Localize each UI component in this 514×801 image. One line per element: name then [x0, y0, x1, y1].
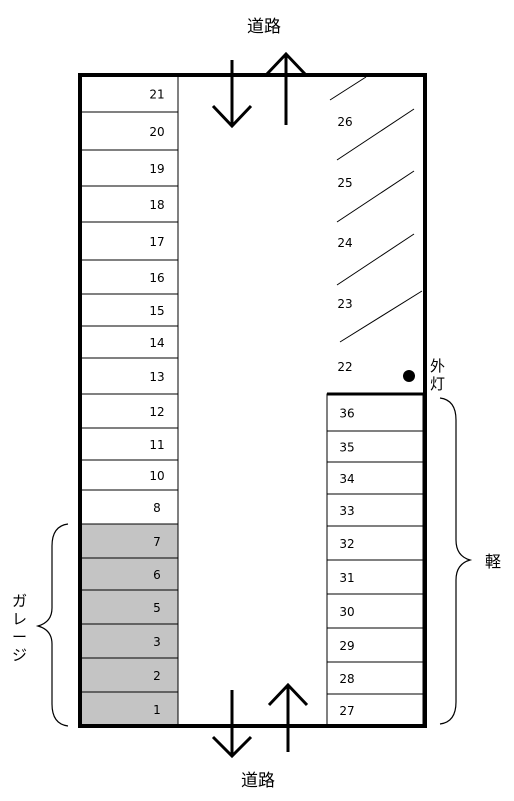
- parking-space: [80, 149, 179, 187]
- diagonal-divider: [336, 108, 415, 161]
- garage-space: [80, 589, 179, 625]
- space-number: 33: [339, 504, 354, 518]
- kei-space: [326, 593, 424, 629]
- space-number: 17: [149, 235, 164, 249]
- space-number: 1: [153, 703, 161, 717]
- space-number: 21: [149, 88, 164, 102]
- space-number: 11: [149, 438, 164, 452]
- street-light-label-1: 外: [430, 357, 446, 375]
- garage-label: ガレージ: [12, 592, 28, 664]
- parking-space: [80, 74, 179, 113]
- space-number: 2: [153, 669, 161, 683]
- diagonal-divider: [339, 290, 423, 343]
- kei-space: [326, 559, 424, 595]
- kei-space: [326, 493, 424, 527]
- space-number: 34: [339, 472, 354, 486]
- space-number: 30: [339, 605, 354, 619]
- exit-arrow-down-bottom: [211, 690, 253, 759]
- parking-space: [80, 111, 179, 151]
- parking-space: [80, 459, 179, 491]
- space-number: 3: [153, 635, 161, 649]
- parking-space: [80, 427, 179, 461]
- kei-space: [326, 525, 424, 561]
- space-number: 22: [337, 360, 352, 374]
- kei-space: [326, 661, 424, 695]
- space-number: 18: [149, 198, 164, 212]
- space-number: 32: [339, 537, 354, 551]
- space-number: 24: [337, 236, 352, 250]
- diagonal-parking-area: 26 25 24 23 22: [329, 76, 423, 374]
- space-number: 27: [339, 704, 354, 718]
- kei-parking-column: 36 35 34 33 32 31 30 29 28 27: [326, 393, 424, 727]
- parking-space: [80, 489, 179, 525]
- space-number: 28: [339, 672, 354, 686]
- road-label-bottom: 道路: [241, 771, 275, 791]
- space-number: 10: [149, 469, 164, 483]
- parking-space: [80, 185, 179, 223]
- space-number: 20: [149, 125, 164, 139]
- space-number: 36: [339, 407, 354, 421]
- space-number: 16: [149, 271, 164, 285]
- space-number: 14: [149, 336, 164, 350]
- entry-arrow-down-top: [211, 60, 253, 129]
- lot-boundary: [78, 73, 427, 728]
- space-number: 12: [149, 405, 164, 419]
- kei-brace: [439, 397, 473, 725]
- street-light-dot: [403, 370, 415, 382]
- garage-space: [80, 557, 179, 591]
- garage-space: [80, 657, 179, 693]
- garage-brace: [35, 523, 69, 727]
- parking-space: [80, 393, 179, 429]
- space-number: 19: [149, 162, 164, 176]
- space-number: 29: [339, 639, 354, 653]
- space-number: 23: [337, 297, 352, 311]
- space-number: 35: [339, 441, 354, 455]
- space-number: 31: [339, 571, 354, 585]
- diagonal-divider: [329, 76, 367, 101]
- space-number: 25: [337, 176, 352, 190]
- diagonal-divider: [336, 170, 415, 223]
- space-number: 6: [153, 568, 161, 582]
- space-number: 15: [149, 304, 164, 318]
- space-number: 13: [149, 370, 164, 384]
- garage-space: [80, 523, 179, 559]
- space-number: 5: [153, 601, 161, 615]
- street-light-label-2: 灯: [430, 375, 446, 393]
- kei-space: [326, 693, 424, 727]
- kei-space: [326, 627, 424, 663]
- space-number: 7: [153, 535, 161, 549]
- exit-arrow-up-top: [265, 51, 307, 125]
- diagonal-divider: [336, 233, 415, 286]
- road-label-top: 道路: [247, 17, 281, 37]
- kei-label: 軽: [485, 552, 502, 571]
- space-number: 26: [337, 115, 352, 129]
- garage-space: [80, 691, 179, 727]
- space-number: 8: [153, 501, 161, 515]
- kei-space: [326, 430, 424, 463]
- entry-arrow-up-bottom: [267, 682, 309, 752]
- garage-space: [80, 623, 179, 659]
